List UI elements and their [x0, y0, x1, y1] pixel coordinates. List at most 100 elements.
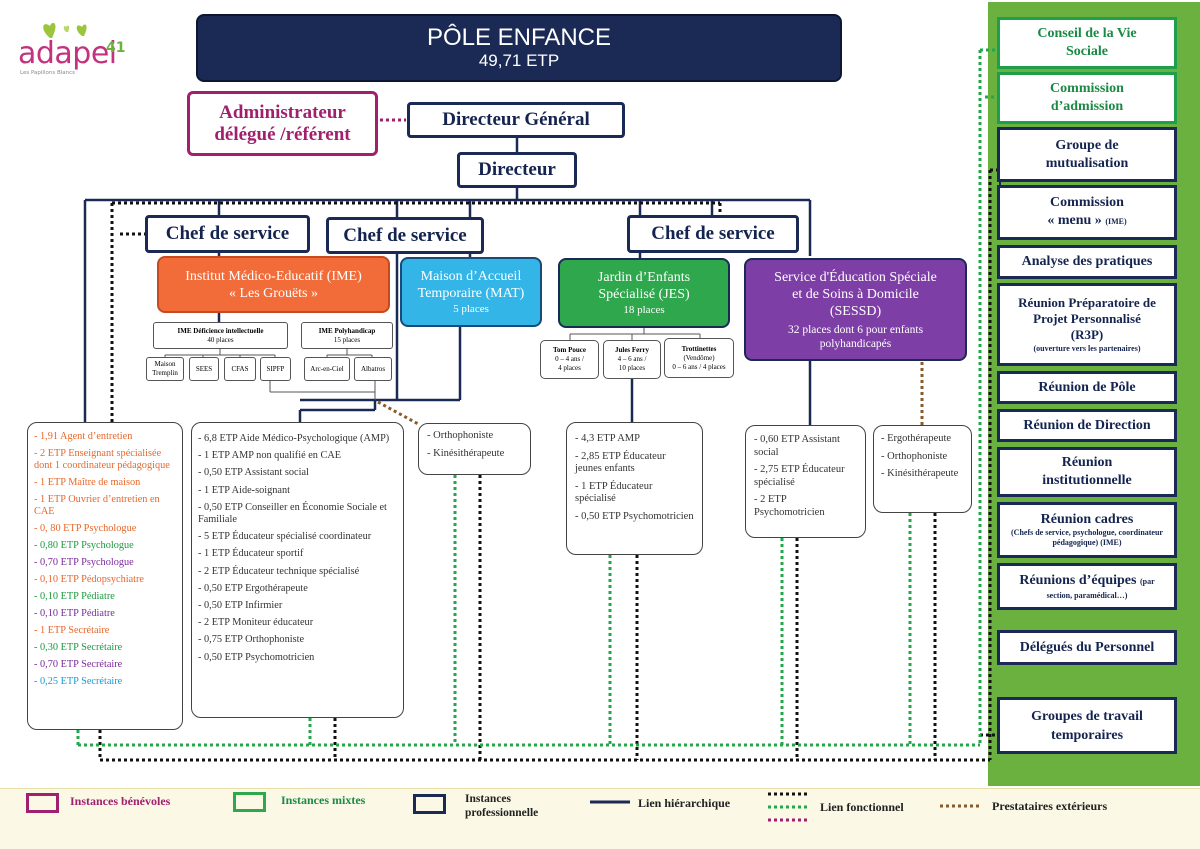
list-item: - 6,8 ETP Aide Médico-Psychologique (AMP…: [198, 433, 390, 444]
r3p-label: Réunion Préparatoire de Projet Personnal…: [1018, 295, 1156, 326]
legend-hierarchique: Lien hiérarchique: [638, 796, 731, 810]
conseil-vie-sociale-label: Conseil de la Vie Sociale: [1037, 26, 1137, 59]
list-item: - 1 ETP AMP non qualifié en CAE: [198, 450, 342, 462]
r3p-note: (ouverture vers les partenaires): [1033, 344, 1141, 353]
jes-places: 18 places: [623, 304, 665, 316]
legend-mixtes-swatch: [233, 792, 266, 812]
ime-unit-box: Albatros: [354, 357, 392, 381]
legend-mixtes: Instances mixtes: [281, 793, 366, 807]
delegues-personnel-box: Délégués du Personnel: [997, 630, 1177, 665]
mat-subtitle: Temporaire (MAT): [417, 286, 525, 301]
chef-de-service-jes-sessd: Chef de service: [627, 215, 799, 253]
sessd-title: Service d'Éducation Spéciale: [774, 269, 937, 285]
ime-polyhandicap-places: 15 places: [333, 335, 361, 344]
reunions-equipes-par: (par: [1139, 576, 1155, 586]
staff-list-jes: - 4,3 ETP AMP - 2,85 ETP Éducateur jeunes…: [566, 422, 703, 555]
list-item: - 0,10 ETP Pédiatre: [34, 591, 115, 602]
ime-unit-box: Maison Tremplin: [146, 357, 184, 381]
ime-unit-box: SEES: [189, 357, 219, 381]
list-item: - 1 ETP Secrétaire: [34, 625, 110, 636]
reunion-direction-label: Réunion de Direction: [1023, 417, 1151, 433]
list-item: - Kinésithérapeute: [881, 468, 959, 479]
list-item: - 0,50 ETP Conseiller en Économie Social…: [198, 501, 387, 526]
jes-unit-name: Jules Ferry: [614, 346, 649, 354]
commission-admission-box: Commission d’admission: [997, 72, 1177, 124]
list-item: - 1 ETP Ouvrier d’entretien en CAE: [34, 494, 160, 517]
list-item: - 0,25 ETP Secrétaire: [34, 676, 123, 687]
logo-number: 41: [106, 40, 126, 56]
ime-unit-label: SIPFP: [266, 364, 285, 373]
r3p-box: Réunion Préparatoire de Projet Personnal…: [997, 283, 1177, 366]
conseil-vie-sociale-box: Conseil de la Vie Sociale: [997, 17, 1177, 69]
list-item: - Ergothérapeute: [881, 433, 952, 444]
jes-unit-detail: 4 places: [558, 364, 581, 372]
commission-admission-label: Commission d’admission: [1050, 81, 1124, 114]
reunions-equipes-note: section, paramédical…): [1046, 590, 1128, 600]
analyse-pratiques-box: Analyse des pratiques: [997, 245, 1177, 279]
page-subtitle: 49,71 ETP: [478, 51, 560, 70]
logo: adapei 41 Les Papillons Blancs: [18, 18, 138, 80]
sessd-places: polyhandicapés: [819, 337, 892, 350]
mat-places: 5 places: [453, 303, 489, 315]
r3p-acronym: (R3P): [1070, 327, 1104, 342]
ime-deficience-box: IME Déficience intellectuelle 40 places: [153, 322, 288, 349]
reunion-pole-box: Réunion de Pôle: [997, 371, 1177, 404]
ime-subtitle: « Les Grouëts »: [228, 285, 319, 301]
reunion-cadres-label: Réunion cadres: [1040, 512, 1134, 527]
list-item: - 0,75 ETP Orthophoniste: [198, 634, 305, 646]
jes-unit-detail: (Vendôme): [683, 353, 715, 362]
legend-professionnelle: Instances professionnelle: [465, 793, 539, 819]
jes-unit-name: Tom Pouce: [553, 346, 586, 354]
reunion-pole-label: Réunion de Pôle: [1038, 379, 1136, 395]
list-item: - 2,85 ETP Éducateur jeunes enfants: [575, 450, 666, 475]
list-item: - 0,10 ETP Pédiatre: [34, 608, 115, 619]
logo-tagline: Les Papillons Blancs: [20, 70, 75, 76]
commission-menu-quote: « menu »: [1047, 213, 1102, 228]
groupes-travail-label: Groupes de travail temporaires: [1031, 708, 1143, 743]
sessd-subtitle: et de Soins à Domicile: [792, 286, 919, 302]
jes-unit-detail: 4 – 6 ans /: [617, 355, 647, 363]
legend-benevoles: Instances bénévoles: [70, 794, 171, 808]
jes-unit-box: Jules Ferry 4 – 6 ans / 10 places: [603, 340, 661, 379]
directeur-general-box: Directeur Général: [407, 102, 625, 138]
chef-de-service-mat: Chef de service: [326, 217, 484, 254]
logo-name: adapei: [18, 36, 117, 71]
legend-bar: [0, 788, 1200, 849]
reunion-institutionnelle-label: Réunion institutionnelle: [1042, 455, 1132, 488]
mat-box: Maison d’Accueil Temporaire (MAT) 5 plac…: [400, 257, 542, 327]
commission-menu-ime: (IME): [1105, 217, 1127, 226]
legend-professionnelle-swatch: [413, 794, 446, 814]
ime-unit-label: CFAS: [231, 364, 249, 373]
commission-menu-box: Commission « menu » (IME): [997, 185, 1177, 240]
legend-prestataires: Prestataires extérieurs: [992, 799, 1108, 813]
list-item: - 0,70 ETP Secrétaire: [34, 659, 123, 670]
ime-unit-box: SIPFP: [260, 357, 291, 381]
list-item: - 0,60 ETP Assistant social: [754, 434, 840, 458]
list-item: - 0,50 ETP Assistant social: [198, 467, 309, 479]
list-item: - 1,91 Agent d’entretien: [34, 431, 133, 442]
staff-list-ime: - 6,8 ETP Aide Médico-Psychologique (AMP…: [191, 422, 404, 718]
list-item: - 0,30 ETP Secrétaire: [34, 642, 123, 653]
ime-unit-label: Maison Tremplin: [152, 360, 178, 377]
sessd-acronym: (SESSD): [829, 303, 882, 319]
groupe-mutualisation-label: Groupe de mutualisation: [1045, 137, 1129, 171]
reunions-equipes-box: Réunions d’équipes (par section, paraméd…: [997, 563, 1177, 610]
directeur-box: Directeur: [457, 152, 577, 188]
external-list-sessd: - Ergothérapeute- Orthophoniste- Kinésit…: [873, 425, 972, 513]
list-item: - 0,50 ETP Psychomotricien: [198, 651, 315, 663]
list-item: - 0,70 ETP Psychologue: [34, 557, 134, 568]
chef-label: Chef de service: [651, 223, 775, 244]
groupe-mutualisation-box: Groupe de mutualisation: [997, 127, 1177, 182]
list-item: - 4,3 ETP AMP: [575, 433, 640, 444]
jes-unit-name: Trottinettes: [681, 344, 717, 353]
list-item: - Orthophoniste: [427, 430, 494, 441]
ime-unit-label: Arc-en-Ciel: [310, 364, 344, 373]
list-item: - 2 ETP Psychomotricien: [754, 494, 825, 518]
external-list-ime: - Orthophoniste- Kinésithérapeute: [418, 423, 531, 475]
jes-subtitle: Spécialisé (JES): [598, 287, 690, 302]
reunion-cadres-note: (Chefs de service, psychologue, coordina…: [1011, 528, 1163, 547]
reunions-equipes-line: Réunions d’équipes (par: [1019, 573, 1154, 590]
page-title: PÔLE ENFANCE: [426, 24, 612, 51]
